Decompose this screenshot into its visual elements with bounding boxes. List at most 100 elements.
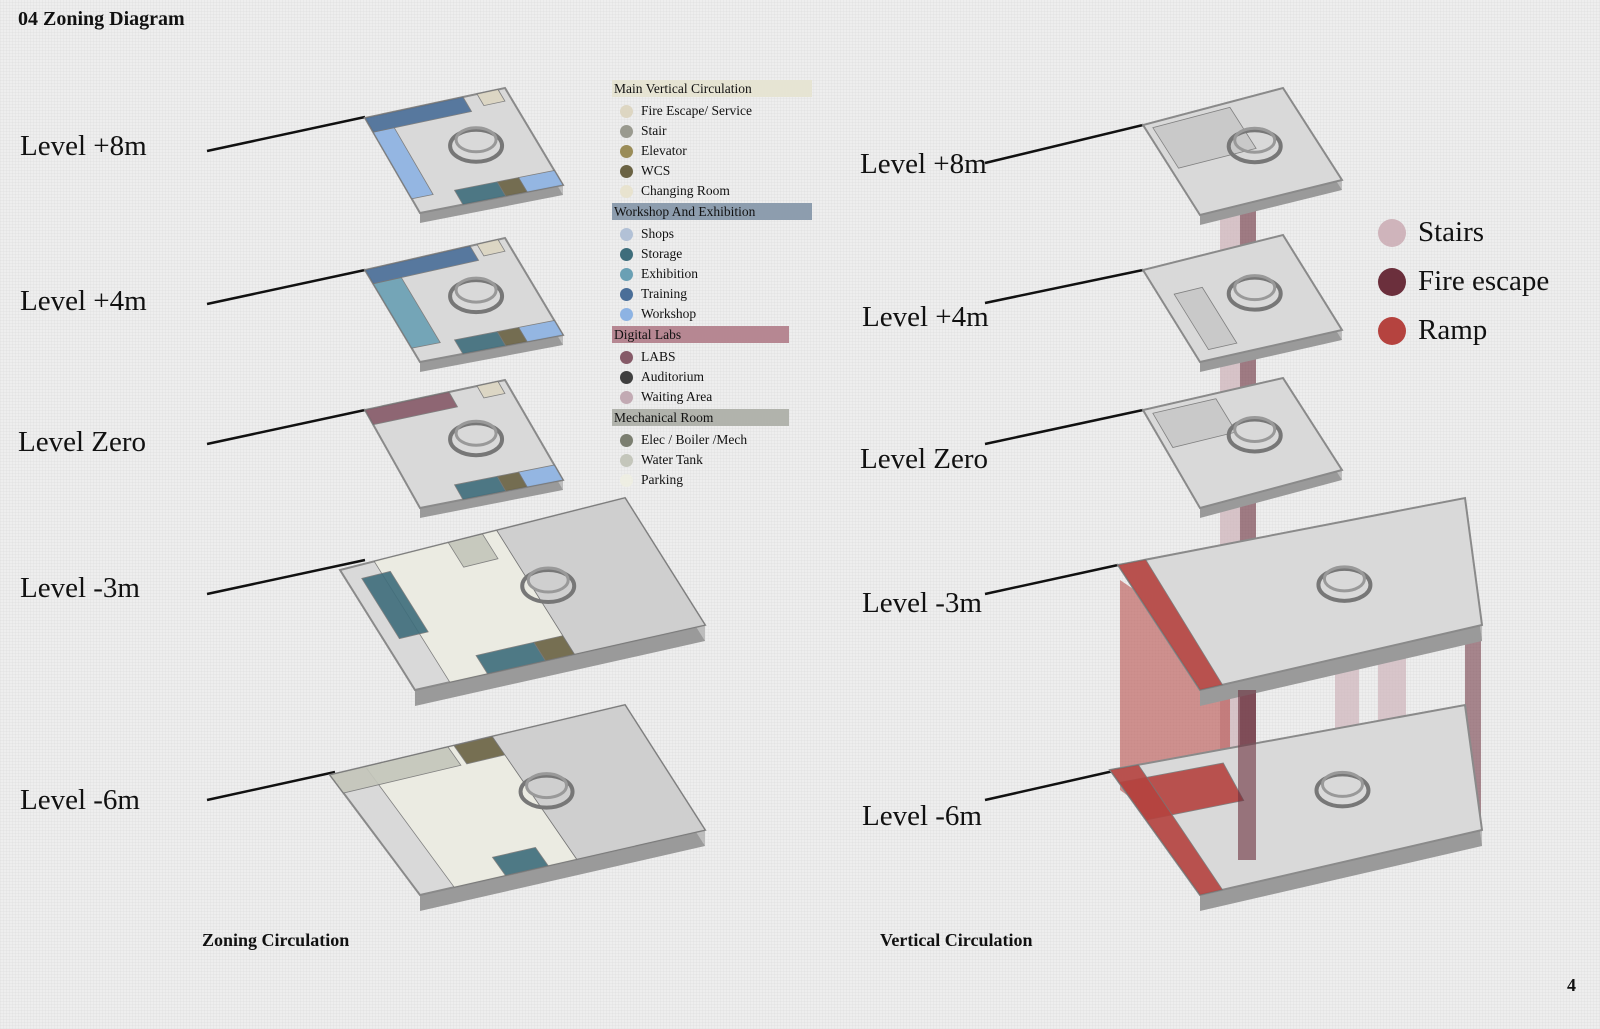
legend-stairs: Stairs xyxy=(1378,208,1549,257)
legend-item: Fire Escape/ Service xyxy=(612,101,812,121)
legend-label: Changing Room xyxy=(641,183,730,198)
legend-label: Exhibition xyxy=(641,266,698,281)
spiral-ramp xyxy=(525,772,569,800)
legend-label: Elevator xyxy=(641,143,687,158)
vertical-level-label: Level +4m xyxy=(862,301,989,333)
zoning-level-label: Level -3m xyxy=(20,572,140,604)
swatch-icon xyxy=(620,104,633,118)
legend-label: Fire Escape/ Service xyxy=(641,103,752,118)
zone xyxy=(447,533,499,568)
plate-level-zero-side xyxy=(420,480,563,518)
legend-label: LABS xyxy=(641,349,676,364)
legend-item: Auditorium xyxy=(612,367,812,387)
legend-item: Elevator xyxy=(612,141,812,161)
swatch-icon xyxy=(620,267,633,281)
spiral-ramp xyxy=(1233,126,1277,154)
legend-item: WCS xyxy=(612,161,812,181)
legend-label: Training xyxy=(641,286,688,301)
spiral-ramp xyxy=(454,126,498,154)
zoning-level-label: Level +8m xyxy=(20,130,147,162)
legend-ramp: Ramp xyxy=(1378,306,1549,355)
zone xyxy=(476,239,506,257)
vertical-level-label: Level -3m xyxy=(862,587,982,619)
ramp-swatch-icon xyxy=(1378,316,1406,345)
zone xyxy=(476,89,506,107)
vertical-level-label: Level -6m xyxy=(862,800,982,832)
spiral-ramp xyxy=(1226,417,1283,454)
legend-label: Shops xyxy=(641,226,675,241)
zone xyxy=(361,570,429,640)
spiral-ramp xyxy=(520,568,577,605)
zone xyxy=(1173,286,1238,351)
fire-escape-shaft xyxy=(1238,690,1256,860)
legend-label: Fire escape xyxy=(1418,265,1550,297)
zone xyxy=(518,320,564,343)
swatch-icon xyxy=(620,124,633,138)
leader-line xyxy=(206,115,366,153)
zone xyxy=(518,464,564,488)
zone xyxy=(364,391,459,426)
legend-label: Stairs xyxy=(1418,216,1485,248)
spiral-ramp xyxy=(1322,565,1366,593)
legend-item: Storage xyxy=(612,244,812,264)
spiral-ramp xyxy=(448,421,505,458)
leader-line xyxy=(984,123,1144,165)
swatch-icon xyxy=(620,227,633,241)
vertical-plate-minus-6m-side xyxy=(1200,830,1482,911)
swatch-icon xyxy=(620,287,633,301)
legend-label: Parking xyxy=(641,472,683,487)
swatch-icon xyxy=(620,350,633,364)
legend-item: Training xyxy=(612,284,812,304)
spiral-ramp xyxy=(526,566,570,594)
swatch-icon xyxy=(620,307,633,321)
legend-item: Water Tank xyxy=(612,450,812,470)
leader-line xyxy=(206,770,336,802)
zoning-level-label: Level +4m xyxy=(20,285,147,317)
legend-item: Workshop xyxy=(612,304,812,324)
zoning-level-label: Level Zero xyxy=(18,426,147,458)
zone xyxy=(364,245,480,285)
leader-line xyxy=(206,558,366,596)
spiral-ramp xyxy=(454,419,498,447)
legend-heading: Digital Labs xyxy=(612,326,789,343)
page-number: 4 xyxy=(1567,975,1576,995)
fire-escape-swatch-icon xyxy=(1378,267,1406,296)
legend-label: Ramp xyxy=(1418,314,1488,346)
swatch-icon xyxy=(620,370,633,384)
zone xyxy=(491,704,706,860)
legend-label: Waiting Area xyxy=(641,389,713,404)
spiral-ramp xyxy=(518,773,575,810)
spiral-ramp xyxy=(1320,770,1364,798)
spiral-ramp xyxy=(1226,128,1283,165)
zone xyxy=(372,277,441,349)
legend-label: Stair xyxy=(641,123,667,138)
stairs-swatch-icon xyxy=(1378,218,1406,247)
leader-line xyxy=(984,268,1144,305)
vertical-plate-4m-side xyxy=(1200,330,1342,372)
legend-label: Storage xyxy=(641,246,683,261)
swatch-icon xyxy=(620,164,633,178)
spiral-ramp xyxy=(1314,772,1371,809)
swatch-icon xyxy=(620,473,633,487)
leader-line xyxy=(984,408,1144,446)
vertical-plate-zero-side xyxy=(1200,470,1342,518)
legend-item: Exhibition xyxy=(612,264,812,284)
zone xyxy=(491,846,549,876)
leader-line xyxy=(206,268,366,306)
vertical-level-label: Level +8m xyxy=(860,148,987,180)
spiral-ramp xyxy=(1233,415,1277,443)
swatch-icon xyxy=(620,144,633,158)
legend-label: Water Tank xyxy=(641,452,703,467)
spiral-ramp xyxy=(1226,275,1283,312)
zone xyxy=(372,127,434,200)
zone xyxy=(329,746,462,794)
vertical-plate-8m-side xyxy=(1200,180,1342,225)
plate-level-minus-6m-side xyxy=(420,830,705,911)
plate-level-8m-side xyxy=(420,185,563,223)
spiral-ramp xyxy=(1316,566,1373,603)
leader-line xyxy=(984,563,1119,596)
zone xyxy=(496,497,706,655)
zone xyxy=(518,170,564,193)
